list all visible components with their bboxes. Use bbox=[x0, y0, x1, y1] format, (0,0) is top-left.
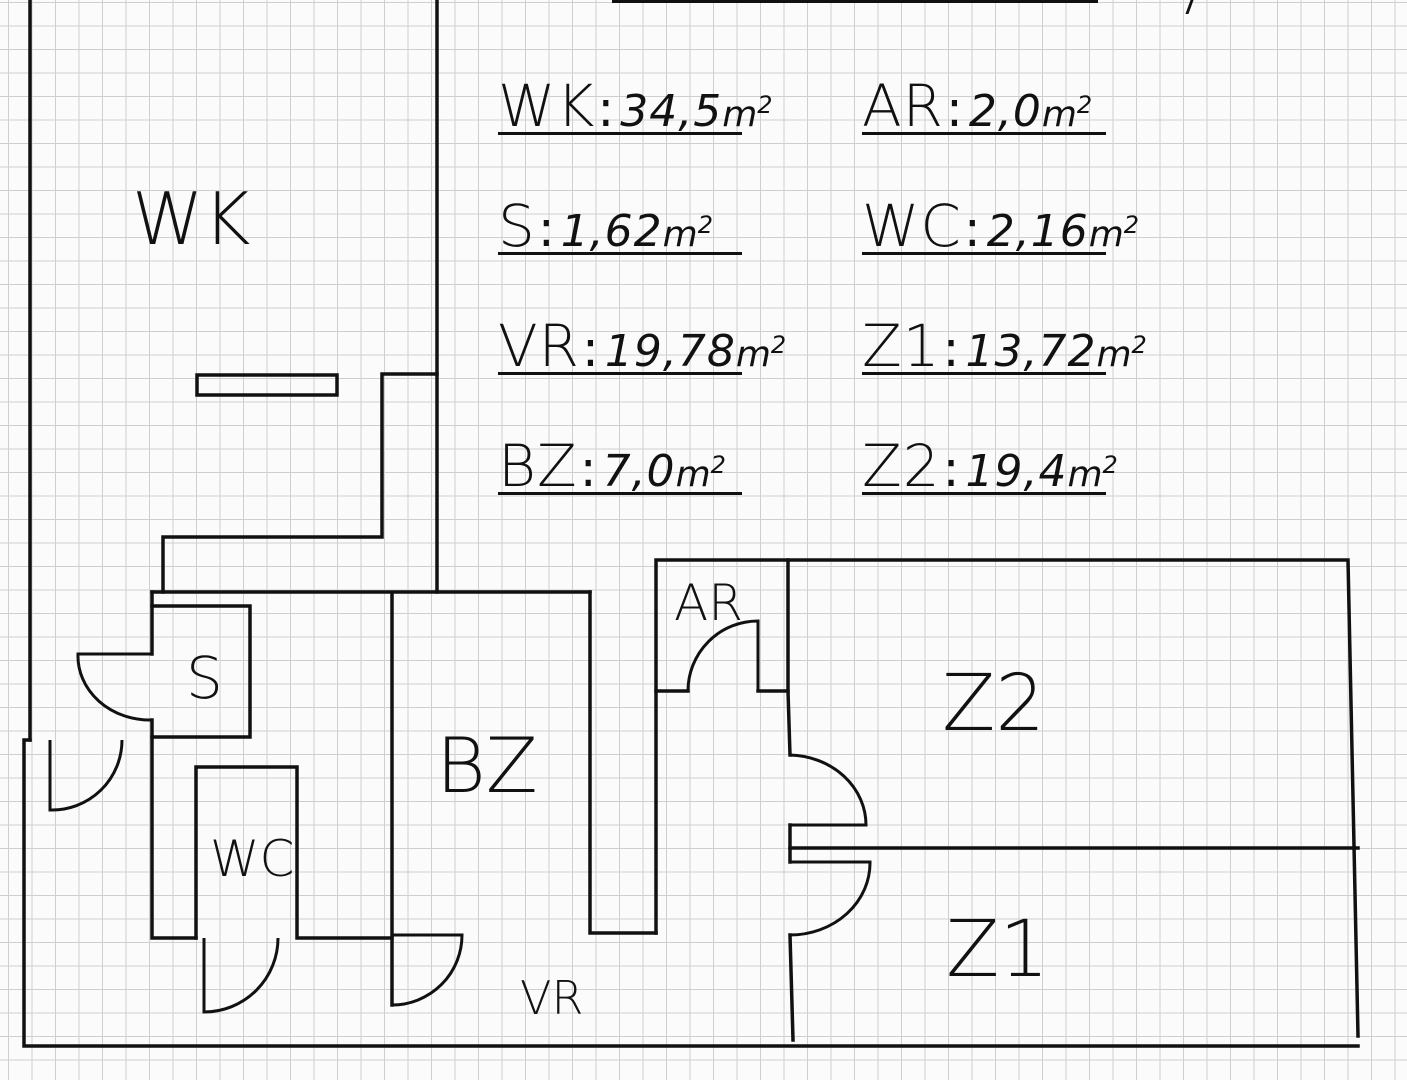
legend-entry-z2: Z2:19,4m2 bbox=[862, 432, 1118, 500]
room-labels: WK S WC BZ VR AR Z2 Z1 bbox=[132, 177, 1049, 1025]
ar-room-walls bbox=[654, 558, 1360, 1042]
legend-value: 2,0 bbox=[968, 86, 1042, 137]
legend-separator: : bbox=[537, 200, 555, 258]
legend-separator: : bbox=[942, 440, 960, 498]
door-s bbox=[76, 652, 153, 722]
legend-separator: : bbox=[942, 320, 960, 378]
door-entrance bbox=[48, 739, 124, 812]
room-label-vr: VR bbox=[520, 971, 583, 1025]
legend-unit: m2 bbox=[1096, 331, 1147, 375]
legend-unit-power: 2 bbox=[710, 451, 726, 479]
legend-separator: : bbox=[963, 200, 981, 258]
legend-value: 19,4 bbox=[965, 446, 1068, 497]
legend-unit-power: 2 bbox=[770, 331, 787, 359]
legend-underline bbox=[862, 132, 1106, 135]
legend-unit-power: 2 bbox=[1102, 451, 1118, 479]
legend-key: WK bbox=[498, 72, 596, 140]
door-z1 bbox=[789, 860, 872, 937]
legend-key: VR bbox=[498, 312, 580, 380]
door-bz bbox=[391, 933, 464, 1007]
legend-entry-s: S:1,62m2 bbox=[498, 192, 713, 260]
legend-underline bbox=[498, 492, 742, 495]
room-label-z1: Z1 bbox=[946, 905, 1049, 995]
door-ar bbox=[686, 619, 760, 692]
door-z2 bbox=[789, 753, 868, 827]
room-label-ar: AR bbox=[674, 574, 743, 632]
legend-key: BZ bbox=[498, 432, 578, 500]
door-wc bbox=[202, 937, 280, 1014]
room-label-wk: WK bbox=[132, 177, 250, 261]
legend-key: AR bbox=[862, 72, 944, 140]
legend-unit: m2 bbox=[662, 211, 714, 255]
legend-separator: : bbox=[579, 440, 597, 498]
legend-unit: m2 bbox=[1041, 91, 1093, 135]
legend-value: 1,62 bbox=[560, 206, 663, 257]
legend-entry-vr: VR:19,78m2 bbox=[498, 312, 786, 380]
legend-key: S bbox=[498, 192, 536, 260]
legend-entry-z1: Z1:13,72m2 bbox=[862, 312, 1147, 380]
legend-unit: m2 bbox=[735, 331, 787, 375]
legend-underline bbox=[862, 492, 1106, 495]
legend-entry-ar: AR:2,0m2 bbox=[862, 72, 1092, 140]
s-room-walls bbox=[150, 590, 592, 940]
legend-unit-power: 2 bbox=[1076, 91, 1093, 119]
header-underline bbox=[612, 0, 1098, 3]
legend-underline bbox=[862, 252, 1106, 255]
room-label-bz: BZ bbox=[436, 721, 538, 810]
wk-window-symbol bbox=[195, 373, 339, 397]
legend-entry-bz: BZ:7,0m2 bbox=[498, 432, 726, 500]
doors bbox=[48, 619, 872, 1014]
legend-unit-power: 2 bbox=[1131, 331, 1147, 359]
legend-unit: m2 bbox=[1088, 211, 1140, 255]
wk-walls bbox=[161, 372, 439, 594]
legend-unit-power: 2 bbox=[1123, 211, 1140, 239]
legend-value: 7,0 bbox=[602, 446, 676, 497]
legend-underline bbox=[498, 132, 742, 135]
legend-key: Z1 bbox=[862, 312, 941, 380]
legend-separator: : bbox=[581, 320, 599, 378]
legend-underline bbox=[498, 252, 742, 255]
outer-walls bbox=[22, 0, 1360, 1048]
wc-room-walls bbox=[194, 765, 394, 940]
legend-unit-power: 2 bbox=[757, 91, 773, 119]
legend-unit: m2 bbox=[1067, 451, 1118, 495]
legend-underline bbox=[498, 372, 742, 375]
legend-entry-wc: WC:2,16m2 bbox=[862, 192, 1139, 260]
room-label-s: S bbox=[186, 644, 223, 712]
legend-entry-wk: WK:34,5m2 bbox=[498, 72, 773, 140]
room-label-wc: WC bbox=[210, 830, 294, 888]
legend-key: Z2 bbox=[862, 432, 941, 500]
legend-value: 19,78 bbox=[604, 326, 736, 377]
legend-separator: : bbox=[945, 80, 963, 138]
legend-value: 34,5 bbox=[620, 86, 723, 137]
legend-key: WC bbox=[862, 192, 962, 260]
legend-underline bbox=[862, 372, 1106, 375]
legend-separator: : bbox=[597, 80, 615, 138]
legend-unit: m2 bbox=[722, 91, 773, 135]
legend-unit: m2 bbox=[675, 451, 726, 495]
legend-value: 2,16 bbox=[986, 206, 1089, 257]
legend-value: 13,72 bbox=[965, 326, 1097, 377]
legend-unit-power: 2 bbox=[697, 211, 714, 239]
room-label-z2: Z2 bbox=[942, 659, 1045, 749]
